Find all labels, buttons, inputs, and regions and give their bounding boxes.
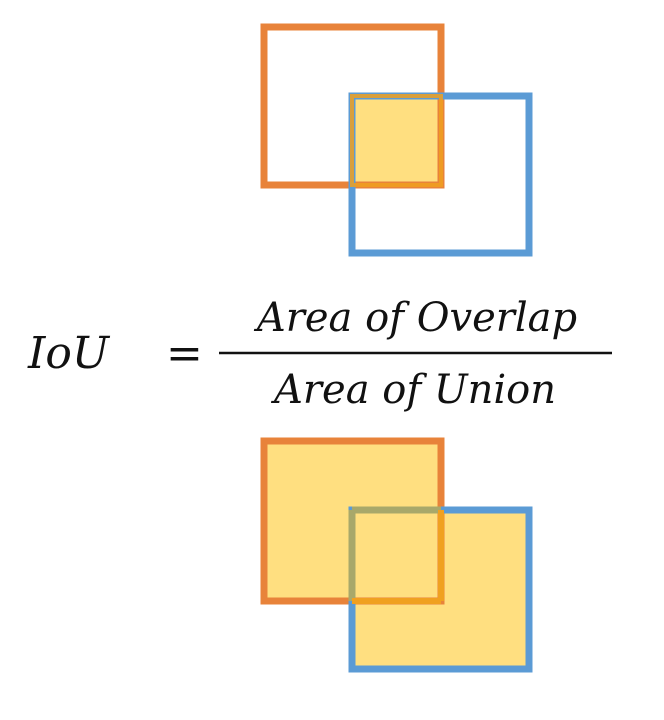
overlap-region-border (350, 94, 443, 187)
formula-numerator: Area of Overlap (253, 295, 577, 341)
formula-equals: = (166, 328, 203, 379)
formula-denominator: Area of Union (270, 367, 556, 413)
overlap-illustration (260, 23, 533, 257)
iou-formula: IoU = Area of Overlap Area of Union (27, 295, 612, 413)
union-illustration (260, 437, 533, 673)
overlap-region (352, 96, 441, 185)
formula-lhs: IoU (27, 328, 111, 379)
